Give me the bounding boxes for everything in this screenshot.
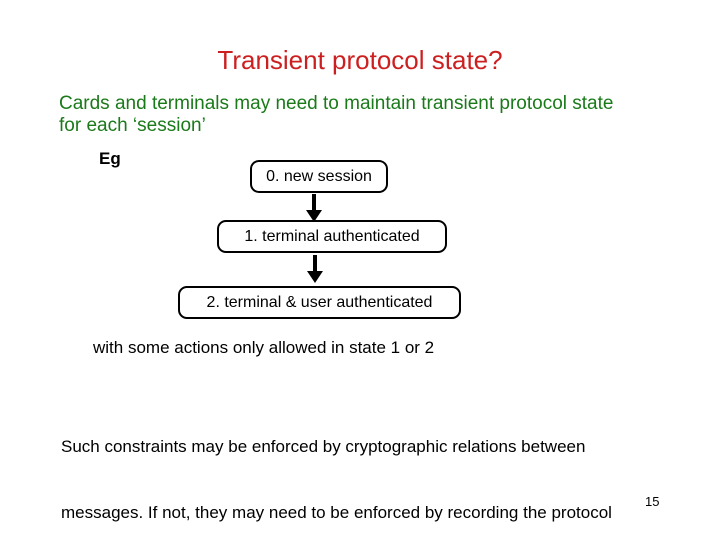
- down-arrow-icon: [307, 255, 323, 283]
- down-arrow-icon: [306, 194, 322, 222]
- body-line: Such constraints may be enforced by cryp…: [61, 437, 586, 456]
- page-number: 15: [645, 494, 660, 509]
- intro-line: Cards and terminals may need to maintain…: [59, 93, 614, 114]
- eg-label: Eg: [99, 149, 121, 168]
- arrow-head: [306, 210, 322, 222]
- state-box-terminal-user-authenticated: 2. terminal & user authenticated: [178, 286, 461, 319]
- state-box-label: 0. new session: [266, 167, 372, 185]
- state-box-label: 1. terminal authenticated: [244, 227, 420, 245]
- state-box-new-session: 0. new session: [250, 160, 388, 193]
- arrow-stem: [312, 194, 316, 210]
- intro-paragraph: Cards and terminals may need to maintain…: [59, 93, 613, 137]
- body-line: messages. If not, they may need to be en…: [61, 503, 612, 522]
- slide-title: Transient protocol state?: [217, 45, 503, 75]
- arrow-head: [307, 271, 323, 283]
- state-box-terminal-authenticated: 1. terminal authenticated: [217, 220, 447, 253]
- arrow-stem: [313, 255, 317, 271]
- body-paragraph: Such constraints may be enforced by cryp…: [61, 392, 612, 540]
- note-text: with some actions only allowed in state …: [93, 338, 435, 357]
- intro-line: for each ‘session’: [59, 115, 206, 136]
- state-box-label: 2. terminal & user authenticated: [206, 293, 433, 311]
